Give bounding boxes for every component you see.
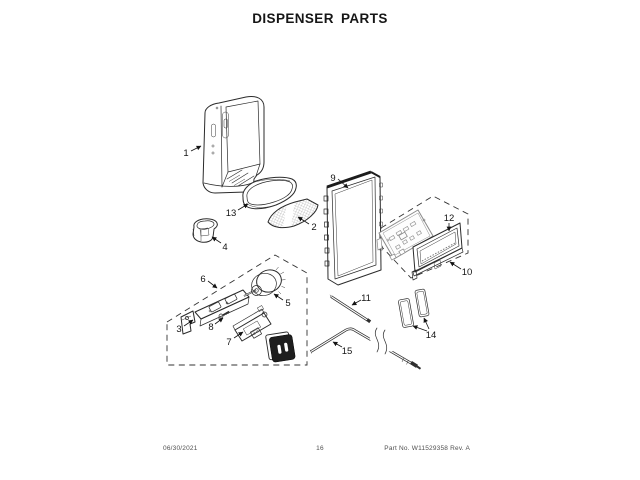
footer-date: 06/30/2021 (163, 445, 198, 452)
svg-text:12: 12 (444, 213, 455, 224)
callout-15: 15 (332, 341, 353, 357)
part-3-lever-bracket (180, 289, 250, 335)
svg-text:15: 15 (342, 346, 353, 357)
callout-12: 12 (444, 213, 455, 232)
svg-text:9: 9 (330, 173, 335, 184)
svg-text:5: 5 (285, 298, 290, 309)
callout-4: 4 (211, 236, 228, 253)
svg-text:2: 2 (311, 222, 316, 233)
svg-text:4: 4 (222, 242, 227, 253)
callout-11: 11 (351, 293, 371, 306)
part-1-dispenser-housing (202, 96, 265, 194)
part-11-short-tube (329, 294, 372, 324)
part-12-control-board (376, 209, 434, 261)
callout-6: 6 (200, 274, 218, 289)
panel-left-clips (323, 195, 330, 267)
footer-part-number: Part No. W11529358 Rev. A (384, 445, 470, 452)
part-5-actuator-knob (251, 266, 286, 297)
svg-text:1: 1 (183, 148, 188, 159)
callout-10: 10 (449, 261, 473, 278)
part-4-funnel-cup (192, 218, 218, 243)
lever-assembly-dashed-outline (166, 254, 308, 366)
callout-3: 3 (176, 319, 194, 335)
callout-14: 14 (412, 317, 437, 341)
part-10-display-bezel (411, 222, 464, 281)
svg-text:10: 10 (462, 267, 473, 278)
part-14-pads (398, 288, 430, 328)
part-8-screw (218, 310, 230, 319)
page-title: DISPENSER PARTS (252, 11, 388, 26)
part-9-front-panel (323, 170, 383, 286)
svg-text:11: 11 (361, 293, 371, 304)
callout-1: 1 (183, 145, 202, 159)
callout-8: 8 (208, 317, 224, 333)
svg-text:14: 14 (426, 330, 437, 341)
lever-axle (243, 289, 257, 297)
callout-5: 5 (273, 293, 291, 309)
callouts: 1 13 2 4 9 12 (176, 145, 473, 357)
svg-text:3: 3 (176, 324, 181, 335)
part-7-switch-module (232, 305, 272, 342)
callout-13: 13 (226, 203, 249, 219)
dispenser-pad (265, 331, 296, 363)
svg-text:13: 13 (226, 208, 237, 219)
callout-9: 9 (330, 173, 349, 189)
svg-text:8: 8 (208, 322, 213, 333)
svg-text:6: 6 (200, 274, 205, 285)
part-2-drip-grille (267, 198, 319, 229)
part-15-long-tube (309, 327, 422, 370)
callout-2: 2 (297, 216, 317, 233)
footer-page-number: 16 (316, 445, 324, 452)
callout-7: 7 (226, 331, 244, 348)
svg-text:7: 7 (226, 337, 231, 348)
